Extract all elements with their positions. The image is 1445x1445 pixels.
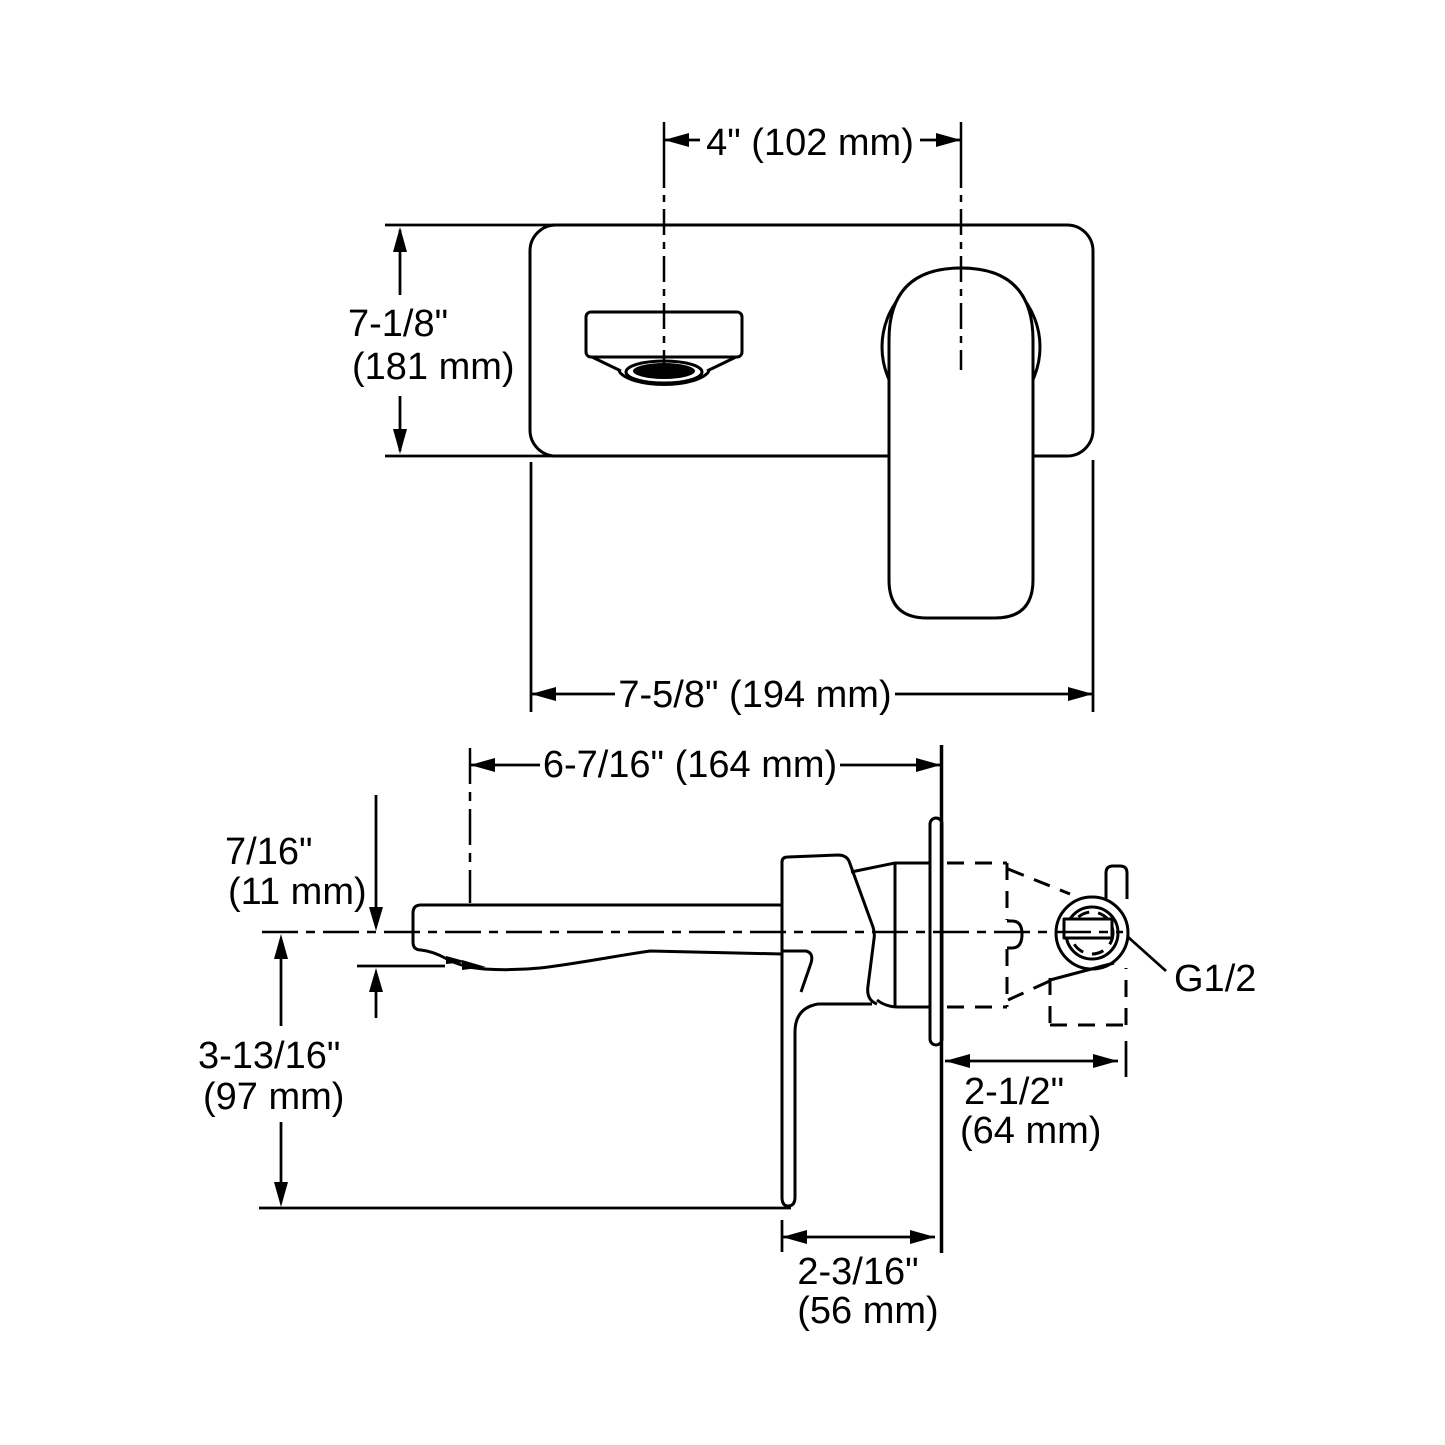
arrow-left-icon <box>945 1054 970 1068</box>
dim-spout-reach: 6-7/16" (164 mm) <box>468 744 941 903</box>
valve-cartridge <box>850 861 931 1009</box>
arrow-up-icon <box>274 934 288 959</box>
handle-lever-side <box>780 853 878 1208</box>
dim-spout-drop-in-label: 7/16" <box>225 831 312 873</box>
leader-line <box>1127 935 1167 973</box>
arrow-right-icon <box>1068 687 1093 701</box>
dim-center-spacing-label: 4" (102 mm) <box>706 122 914 164</box>
dim-handle-height: 3-13/16" (97 mm) <box>198 934 791 1210</box>
dim-plate-height: 7-1/8" (181 mm) <box>348 223 558 458</box>
trim-plate-outline <box>528 223 1095 458</box>
dim-handle-depth-in-label: 2-3/16" <box>797 1251 918 1293</box>
dim-handle-height-in-label: 3-13/16" <box>198 1035 340 1077</box>
handle-lever-front <box>887 266 1035 620</box>
spout-flare-left <box>591 355 622 373</box>
arrow-right-icon <box>910 1230 935 1244</box>
arrow-up-icon <box>393 227 407 252</box>
dim-handle-depth: 2-3/16" (56 mm) <box>780 1220 939 1332</box>
arrow-right-icon <box>1093 1054 1118 1068</box>
dim-plate-height-mm-label: (181 mm) <box>352 346 515 388</box>
dim-plate-width-label: 7-5/8" (194 mm) <box>618 674 891 716</box>
spout-side <box>411 903 783 972</box>
dim-center-spacing: 4" (102 mm) <box>664 122 961 164</box>
dim-spout-drop: 7/16" (11 mm) <box>225 795 445 1018</box>
dim-wall-depth-mm-label: (64 mm) <box>960 1110 1101 1152</box>
arrow-down-icon <box>369 907 383 931</box>
dim-wall-depth: 2-1/2" (64 mm) <box>945 1041 1128 1152</box>
dim-wall-depth-in-label: 2-1/2" <box>964 1071 1064 1113</box>
arrow-right-icon <box>936 133 961 147</box>
spout-flare-right <box>706 355 737 373</box>
arrow-left-icon <box>664 133 689 147</box>
supply-connection <box>1054 864 1130 971</box>
dim-handle-height-mm-label: (97 mm) <box>203 1076 344 1118</box>
arrow-left-icon <box>531 687 556 701</box>
dim-spout-drop-mm-label: (11 mm) <box>228 871 367 913</box>
aerator-mark-icon <box>462 960 486 970</box>
drive-slot <box>1062 917 1114 940</box>
dim-spout-reach-label: 6-7/16" (164 mm) <box>543 744 837 786</box>
valve-notch <box>1007 919 1024 950</box>
connection-callout: G1/2 <box>1127 935 1256 1000</box>
arrow-down-icon <box>393 429 407 454</box>
arrow-down-icon <box>274 1182 288 1207</box>
arrow-up-icon <box>369 968 383 992</box>
arrow-right-icon <box>916 758 941 772</box>
dim-handle-depth-mm-label: (56 mm) <box>797 1290 938 1332</box>
connection-label: G1/2 <box>1174 958 1256 1000</box>
dim-plate-width: 7-5/8" (194 mm) <box>529 460 1095 716</box>
side-view: 6-7/16" (164 mm) 7/16" (11 mm) 3-13/16" … <box>198 744 1256 1332</box>
arrow-left-icon <box>470 758 495 772</box>
rough-in-valve-hidden <box>947 861 1128 1027</box>
dim-plate-height-in-label: 7-1/8" <box>348 303 448 345</box>
connection-tab <box>1104 864 1129 899</box>
front-view: 4" (102 mm) 7-1/8" (181 mm) 7-5/8" (194 … <box>348 122 1095 716</box>
arrow-left-icon <box>782 1230 807 1244</box>
